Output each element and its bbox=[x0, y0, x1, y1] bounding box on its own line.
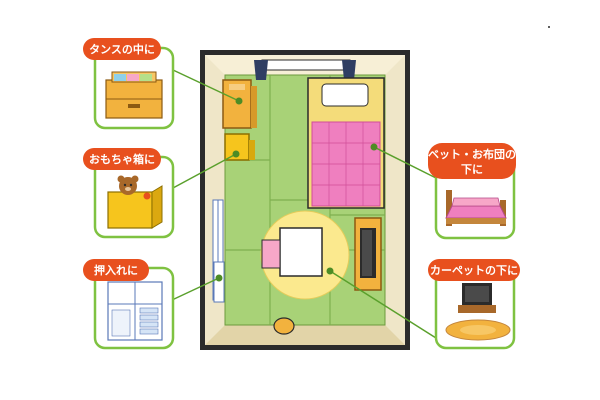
bed-icon bbox=[445, 190, 507, 226]
callout-tansu: タンスの中に bbox=[83, 38, 175, 130]
callout-toybox: おもちゃ箱に bbox=[83, 148, 175, 239]
leader-line-oshiire bbox=[171, 277, 220, 301]
toy-box-icon bbox=[107, 175, 163, 229]
window-top bbox=[254, 59, 356, 80]
floor-cushion bbox=[273, 317, 295, 335]
label-oshiire: 押入れに bbox=[83, 259, 149, 281]
carpet-tv-icon bbox=[445, 283, 511, 341]
label-tansu-text: タンスの中に bbox=[89, 42, 155, 56]
leader-line-toybox bbox=[172, 153, 237, 189]
label-toybox-text: おもちゃ箱に bbox=[89, 152, 155, 166]
label-toybox: おもちゃ箱に bbox=[83, 148, 161, 170]
leader-lines bbox=[171, 69, 437, 339]
speck bbox=[548, 26, 550, 28]
callout-carpet: カーペットの下に bbox=[428, 259, 520, 350]
leader-line-bed bbox=[373, 146, 437, 179]
floor-tv-stand bbox=[354, 217, 382, 291]
floor-bed bbox=[307, 77, 385, 209]
leader-line-carpet bbox=[329, 270, 437, 339]
callout-oshiire: 押入れに bbox=[83, 259, 175, 350]
label-carpet: カーペットの下に bbox=[428, 259, 520, 281]
label-bed: ベット・お布団の 下に bbox=[428, 143, 516, 179]
closet-icon bbox=[107, 281, 163, 341]
leader-line-tansu bbox=[172, 69, 240, 102]
label-oshiire-text: 押入れに bbox=[94, 263, 138, 277]
floor-closet bbox=[213, 261, 225, 303]
dresser bbox=[222, 79, 257, 129]
label-bed-text-line1: ベット・お布団の bbox=[428, 147, 516, 161]
leader-dots bbox=[215, 97, 378, 282]
label-bed-text-line2: 下に bbox=[461, 163, 483, 176]
label-tansu: タンスの中に bbox=[83, 38, 161, 60]
dresser-drawer-icon bbox=[105, 71, 163, 119]
floor-carpet bbox=[260, 210, 350, 300]
label-carpet-text: カーペットの下に bbox=[430, 264, 518, 277]
callout-bed: ベット・お布団の 下に bbox=[428, 143, 516, 240]
floor-plan bbox=[200, 50, 410, 350]
